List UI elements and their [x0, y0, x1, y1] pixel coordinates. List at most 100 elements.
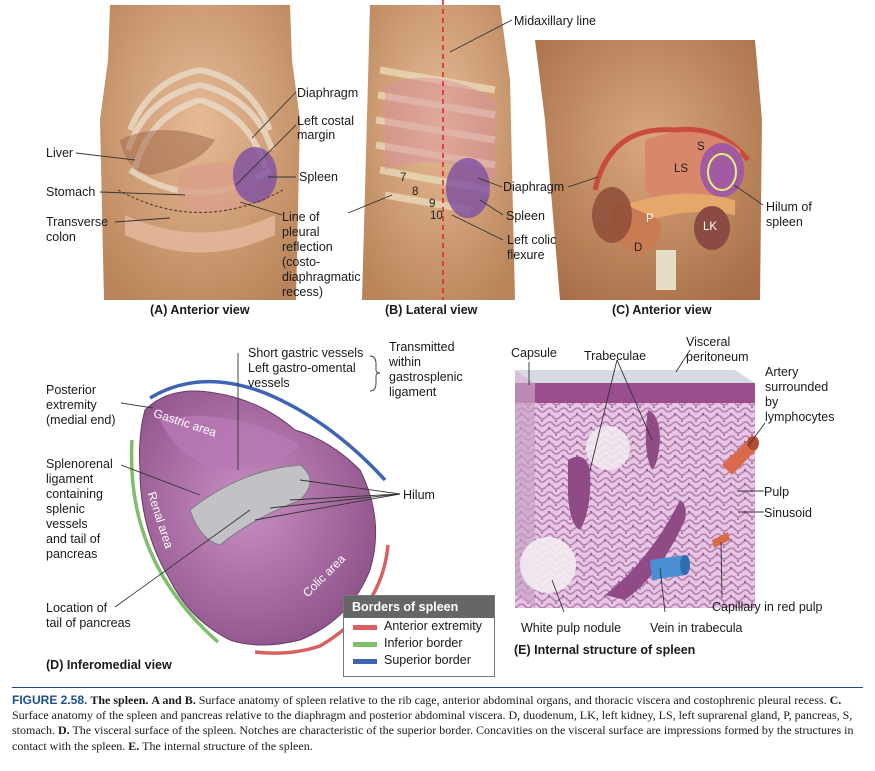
rib-number-10: 10 — [430, 210, 443, 222]
legend-swatch-superior — [353, 659, 377, 664]
hilum-c — [707, 153, 737, 191]
label-sinusoid: Sinusoid — [764, 506, 812, 520]
panel-d-illustration — [114, 353, 401, 655]
caption-title: The spleen. — [90, 693, 149, 707]
label-trabeculae: Trabeculae — [584, 349, 647, 363]
label-transmitted-line4: ligament — [389, 385, 437, 399]
panel-c-illustration — [535, 40, 764, 300]
label-d: D — [634, 242, 643, 254]
label-pulp: Pulp — [764, 485, 790, 499]
panel-c-title: (C) Anterior view — [612, 303, 712, 317]
superior-border — [149, 379, 387, 482]
rib-number-7: 7 — [400, 172, 407, 184]
label-pleural-reflection-line3: reflection — [282, 240, 333, 254]
spleen-shape-b — [446, 158, 490, 218]
legend-row-inferior: Inferior border — [344, 635, 494, 652]
label-left-gastro-omental-line2: vessels — [248, 376, 290, 390]
caption-c-label: C. — [829, 693, 842, 707]
diaphragm-lung-b — [385, 77, 495, 180]
panel-e-title: (E) Internal structure of spleen — [514, 643, 696, 657]
label-splenorenal-line4: splenic — [46, 502, 85, 516]
figure-caption: FIGURE 2.58. The spleen. A and B. Surfac… — [12, 693, 863, 754]
legend-swatch-inferior — [353, 642, 377, 647]
label-s: S — [697, 141, 705, 153]
label-splenorenal-line7: pancreas — [46, 547, 98, 561]
label-transmitted-line2: within — [389, 355, 421, 369]
caption-c-text: Surface anatomy of the spleen and pancre… — [12, 708, 853, 738]
legend-label-superior: Superior border — [384, 653, 471, 667]
legend-swatch-anterior — [353, 625, 377, 630]
label-posterior-extremity-line2: extremity — [46, 398, 97, 412]
label-artery-line4: lymphocytes — [765, 410, 835, 424]
label-artery-line2: surrounded — [765, 380, 829, 394]
label-left-colic-flexure-line2: flexure — [507, 248, 545, 262]
caption-e-label: E. — [128, 738, 140, 753]
label-hilum-of-spleen-line1: Hilum of — [766, 200, 812, 214]
panel-a-illustration — [75, 5, 300, 300]
borders-legend: Borders of spleen Anterior extremity Inf… — [343, 595, 495, 677]
label-artery-line1: Artery — [765, 365, 799, 379]
caption-ab-label: A and B. — [151, 693, 196, 707]
label-pleural-reflection-line5: diaphragmatic — [282, 270, 361, 284]
label-hilum: Hilum — [403, 488, 435, 502]
caption-d-text: The visceral surface of the spleen. Notc… — [12, 723, 854, 753]
label-posterior-extremity-line3: (medial end) — [46, 413, 116, 427]
label-left-costal-margin-line2: margin — [297, 128, 336, 142]
label-left-costal-margin-line1: Left costal — [297, 114, 354, 128]
label-transverse-colon-line1: Transverse — [46, 215, 109, 229]
vein-in-trabecula — [650, 555, 685, 580]
label-location-tail-line1: Location of — [46, 601, 108, 615]
label-splenorenal-line6: and tail of — [46, 532, 101, 546]
trabecula-3 — [605, 500, 686, 600]
label-location-tail-line2: tail of pancreas — [46, 616, 131, 630]
anterior-extremity-border — [254, 544, 390, 655]
hilum-vessels — [189, 464, 311, 546]
label-spleen-b: Spleen — [506, 209, 545, 223]
trabecula-1 — [568, 456, 591, 530]
label-left-gastro-omental-line1: Left gastro-omental — [248, 361, 356, 375]
label-pleural-reflection-line4: (costo- — [282, 255, 321, 269]
label-capillary: Capillary in red pulp — [712, 600, 823, 614]
capillary-e — [712, 532, 730, 548]
label-splenorenal-line5: vessels — [46, 517, 88, 531]
spleen-shape-a — [233, 147, 277, 203]
panel-b-illustration — [347, 0, 515, 300]
legend-label-anterior: Anterior extremity — [384, 619, 482, 633]
diaphragm-c — [592, 126, 750, 191]
capsule-band — [515, 383, 755, 403]
panel-e-illustration — [515, 349, 766, 613]
panel-a-title: (A) Anterior view — [150, 303, 250, 317]
white-pulp-nodule-2 — [586, 426, 630, 470]
peritoneum-top — [515, 370, 755, 383]
label-diaphragm-b: Diaphragm — [503, 180, 565, 194]
label-splenorenal-line3: containing — [46, 487, 103, 501]
label-left-colic-flexure-line1: Left colic — [507, 233, 557, 247]
panel-b-title: (B) Lateral view — [385, 303, 478, 317]
label-pleural-reflection-line2: pleural — [282, 225, 320, 239]
label-spleen-a: Spleen — [299, 170, 338, 184]
label-transmitted-line1: Transmitted — [389, 340, 455, 354]
caption-rule — [12, 687, 863, 688]
caption-ab-text: Surface anatomy of spleen relative to th… — [198, 693, 827, 707]
label-liver: Liver — [46, 146, 74, 160]
legend-label-inferior: Inferior border — [384, 636, 463, 650]
label-splenorenal-line2: ligament — [46, 472, 94, 486]
legend-row-superior: Superior border — [344, 652, 494, 669]
vertebra-c — [656, 250, 676, 290]
white-pulp-nodule — [520, 537, 576, 593]
liver-c — [592, 187, 632, 243]
caption-d-label: D. — [58, 723, 70, 738]
legend-row-anterior: Anterior extremity — [344, 618, 494, 635]
label-pleural-reflection-line6: recess) — [282, 285, 323, 299]
artery-e — [722, 440, 758, 475]
spleen-c — [700, 143, 744, 197]
pleural-reflection-line — [117, 189, 284, 214]
label-artery-line3: by — [765, 395, 779, 409]
trabecula-2 — [645, 410, 660, 470]
label-white-pulp-nodule: White pulp nodule — [521, 621, 622, 635]
label-posterior-extremity-line1: Posterior — [46, 383, 97, 397]
label-transmitted-line3: gastrosplenic — [389, 370, 463, 384]
rib-number-8: 8 — [412, 186, 419, 198]
label-visceral-peritoneum-line1: Visceral — [686, 335, 731, 349]
label-p: P — [646, 213, 654, 225]
